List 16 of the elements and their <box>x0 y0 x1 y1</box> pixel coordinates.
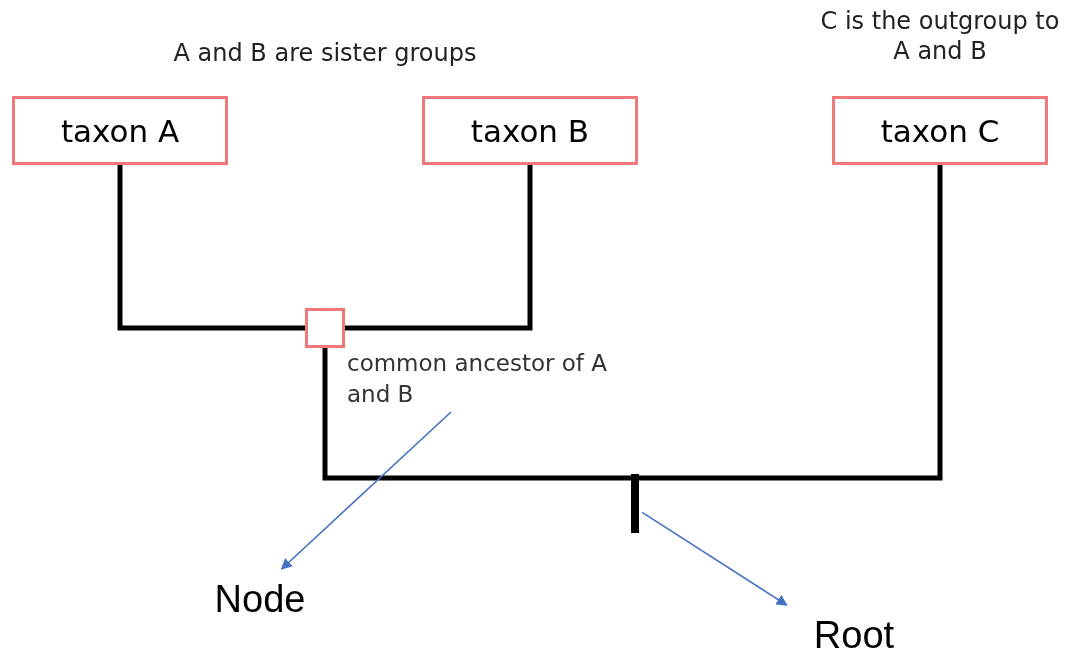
leader-arrow <box>280 411 452 570</box>
taxon-box: taxon B <box>422 96 638 165</box>
annotation-text: common ancestor of A and B <box>347 346 607 412</box>
node-label: Node <box>200 574 320 624</box>
leader-arrow <box>641 511 788 606</box>
root-label: Root <box>798 612 910 658</box>
root-stem <box>631 474 639 533</box>
taxon-box: taxon A <box>12 96 228 165</box>
taxon-box: taxon C <box>832 96 1048 165</box>
node-marker-square <box>305 308 345 348</box>
tree-branch <box>322 348 631 481</box>
tree-branch <box>117 165 305 331</box>
note-text: A and B are sister groups <box>172 38 478 68</box>
tree-branch <box>639 165 943 481</box>
tree-branch <box>345 165 533 331</box>
note-text: C is the outgroup to A and B <box>819 6 1061 66</box>
